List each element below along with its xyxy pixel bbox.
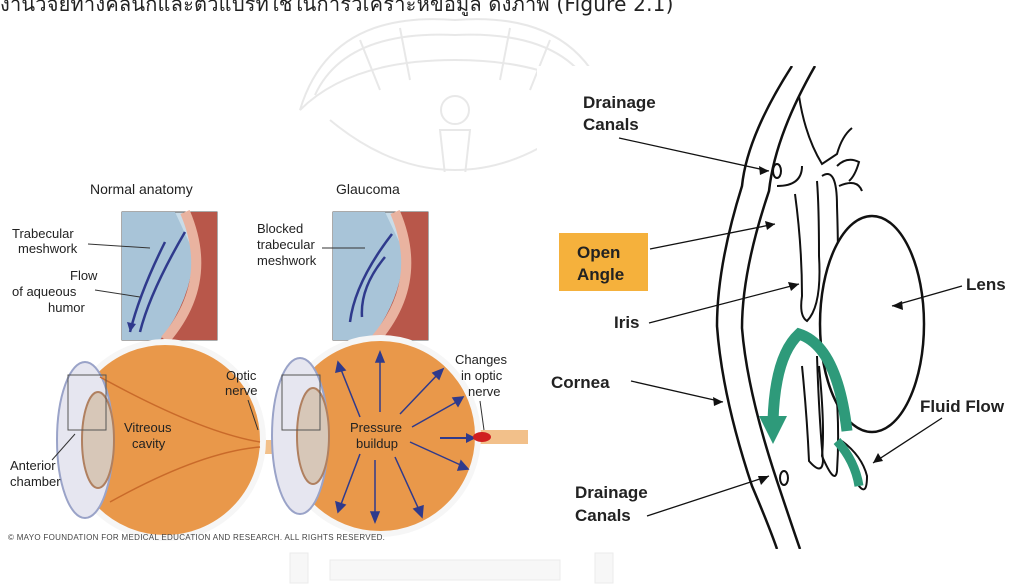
label-canals-bottom: Canals <box>575 506 631 525</box>
label-optic: Optic <box>226 368 257 383</box>
label-drainage-bottom: Drainage <box>575 483 648 502</box>
label-iris: Iris <box>614 313 640 332</box>
label-nerve: nerve <box>225 383 258 398</box>
heading-normal-anatomy: Normal anatomy <box>90 181 193 197</box>
label-pressure: Pressure <box>350 420 402 435</box>
label-buildup: buildup <box>356 436 398 451</box>
heading-glaucoma: Glaucoma <box>336 181 400 197</box>
label-fluid-flow: Fluid Flow <box>920 397 1005 416</box>
copyright-notice: © MAYO FOUNDATION FOR MEDICAL EDUCATION … <box>8 533 385 542</box>
label-lens: Lens <box>966 275 1006 294</box>
label-humor: humor <box>48 300 86 315</box>
label-cornea: Cornea <box>551 373 610 392</box>
label-trabecular-2: trabecular <box>257 237 315 252</box>
label-of-aqueous: of aqueous <box>12 284 77 299</box>
label-flow: Flow <box>70 268 98 283</box>
glaucoma-comparison-figure: Normal anatomy Glaucoma Trabecular meshw… <box>0 172 528 547</box>
lens-shape <box>820 216 924 432</box>
label-meshwork-2: meshwork <box>257 253 317 268</box>
label-cavity: cavity <box>132 436 166 451</box>
label-in-optic: in optic <box>461 368 503 383</box>
label-blocked: Blocked <box>257 221 303 236</box>
label-nerve-2: nerve <box>468 384 501 399</box>
label-chamber: chamber <box>10 474 61 489</box>
drainage-canal-bottom <box>780 471 788 485</box>
inset-glaucoma <box>333 212 428 340</box>
label-trabecular: Trabecular <box>12 226 74 241</box>
label-drainage-top: Drainage <box>583 93 656 112</box>
drainage-canal-top <box>773 164 781 178</box>
open-angle-drainage-diagram: Drainage Canals Open Angle Iris Cornea L… <box>537 66 1028 549</box>
label-open: Open <box>577 243 620 262</box>
label-angle: Angle <box>577 265 624 284</box>
label-meshwork: meshwork <box>18 241 78 256</box>
label-vitreous: Vitreous <box>124 420 172 435</box>
inset-normal <box>122 212 217 340</box>
label-anterior: Anterior <box>10 458 56 473</box>
label-canals-top: Canals <box>583 115 639 134</box>
label-changes: Changes <box>455 352 508 367</box>
